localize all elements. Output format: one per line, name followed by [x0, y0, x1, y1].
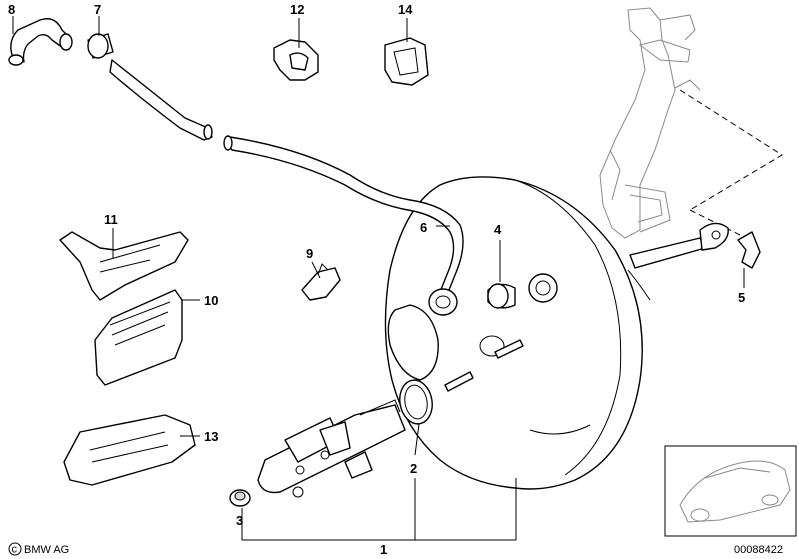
callout-9: 9: [306, 246, 313, 261]
master-cylinder: [257, 399, 406, 498]
callout-8: 8: [8, 2, 15, 17]
brake-pedal-assembly: [599, 7, 701, 239]
brake-booster: [384, 176, 729, 490]
footer: © c BMW AG 00088422: [8, 542, 783, 556]
diagram-number: 00088422: [734, 544, 783, 556]
callout-4: 4: [494, 222, 502, 237]
callout-7: 7: [94, 2, 101, 17]
reservoir-cap: [229, 489, 251, 507]
clip-12: [273, 39, 319, 81]
clip-9: [301, 263, 341, 301]
svg-text:c: c: [12, 544, 18, 556]
brand-label: BMW AG: [24, 544, 69, 556]
copyright-icon: [8, 542, 22, 556]
leader-lines: [12, 16, 745, 541]
callout-14: 14: [398, 2, 413, 17]
clip-14: [384, 37, 429, 86]
callout-13: 13: [204, 429, 218, 444]
booster-studs: [444, 339, 524, 392]
callout-10: 10: [204, 293, 218, 308]
grommets: [428, 273, 558, 316]
callout-2: 2: [410, 461, 417, 476]
callout-labels: 1 2 3 4 5 6 7 8 9 10 11 12 13 14: [8, 2, 745, 557]
clip-5: [737, 231, 761, 269]
cover-10: [94, 289, 183, 386]
pedal-dashed-guide: [679, 89, 783, 241]
callout-5: 5: [738, 290, 745, 305]
cover-13: [63, 414, 196, 486]
car-thumbnail: [664, 445, 797, 537]
callout-11: 11: [104, 212, 118, 227]
callout-12: 12: [290, 2, 304, 17]
callout-3: 3: [236, 513, 243, 528]
o-ring: [399, 379, 433, 425]
callout-1: 1: [380, 542, 387, 557]
callout-6: 6: [420, 220, 427, 235]
vacuum-hose: [8, 18, 464, 301]
